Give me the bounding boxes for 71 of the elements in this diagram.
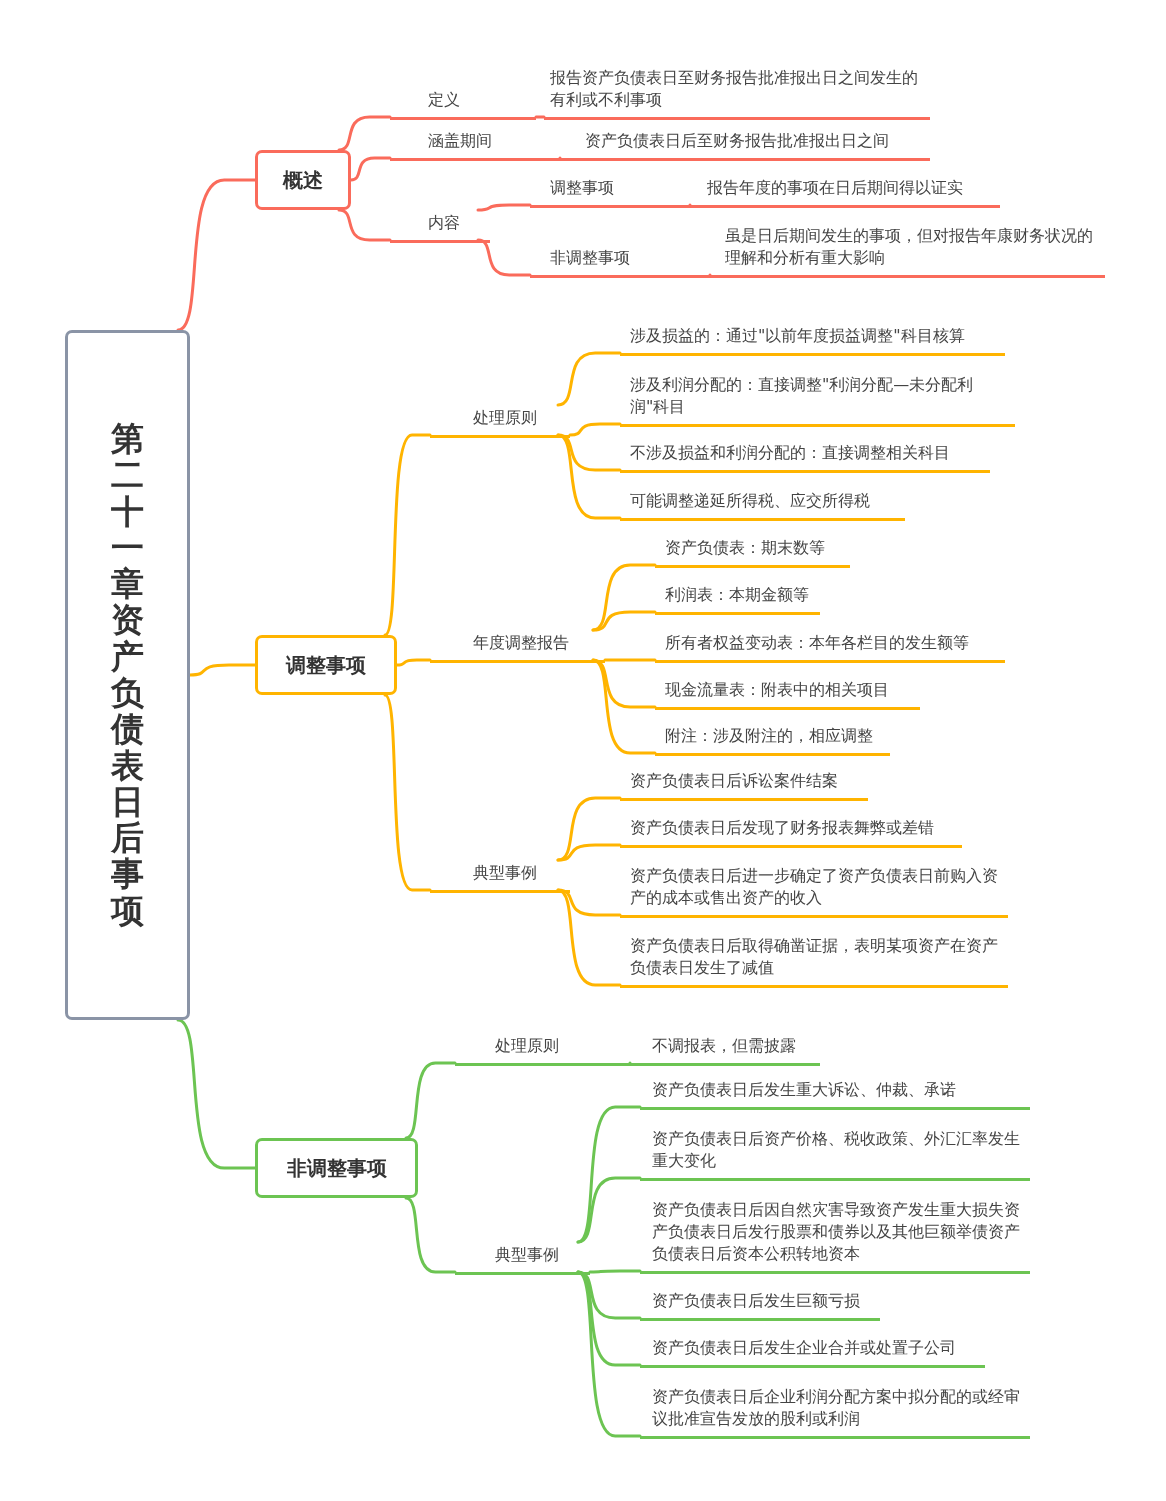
connector-line	[176, 178, 257, 332]
topic-text: 现金流量表：附表中的相关项目	[665, 679, 890, 701]
topic-text: 虽是日后期间发生的事项，但对报告年康财务状况的理解和分析有重大影响	[725, 225, 1094, 269]
topic-text: 资产负债表日后取得确凿证据，表明某项资产在资产负债表日发生了减值	[630, 935, 999, 979]
topic-title: 第二十一章资产负债表日后事项	[111, 420, 144, 930]
topic-text: 处理原则	[495, 1035, 560, 1057]
connector-line	[558, 156, 562, 160]
topic-title: 非调整事项	[286, 1154, 387, 1182]
connector-line	[591, 610, 657, 632]
topic-text: 资产负债表日后企业利润分配方案中拟分配的或经审议批准宣告发放的股利或利润	[652, 1386, 1021, 1430]
branch-topic-box	[255, 150, 351, 210]
topic-text: 资产负债表日后发生巨额亏损	[652, 1290, 861, 1312]
topic-text: 不调报表，但需披露	[652, 1035, 797, 1057]
connector-line	[556, 433, 622, 520]
topic-text: 资产负债表日后发生重大诉讼、仲裁、承诺	[652, 1079, 957, 1101]
connector-line	[576, 1270, 642, 1438]
topic-text: 资产负债表日后发现了财务报表舞弊或差错	[630, 817, 935, 839]
connector-line	[404, 1196, 457, 1274]
topic-text: 涉及利润分配的：直接调整"利润分配—未分配利润"科目	[630, 374, 975, 418]
topic-text: 资产负债表日后发生企业合并或处置子公司	[652, 1337, 957, 1359]
connector-line	[383, 693, 432, 892]
connector-line	[556, 843, 622, 862]
topic-text: 典型事例	[473, 862, 538, 884]
connector-line	[395, 658, 432, 667]
topic-text: 涵盖期间	[428, 130, 493, 152]
branch-topic-box	[255, 1138, 418, 1198]
central-topic-box	[65, 330, 190, 1020]
branch-topic-box	[255, 635, 397, 695]
topic-text: 定义	[428, 89, 461, 111]
connector-line	[534, 115, 546, 119]
connector-line	[383, 433, 432, 637]
topic-text: 涉及损益的：通过"以前年度损益调整"科目核算	[630, 325, 966, 347]
topic-text: 年度调整报告	[473, 632, 570, 654]
topic-text: 资产负债表日后因自然灾害导致资产发生重大损失资产负债表日后发行股票和债券以及其他巨额举债资产负债表日后资本公积转地资本	[652, 1199, 1021, 1265]
connector-line	[476, 238, 532, 277]
topic-text: 资产负债表：期末数等	[665, 537, 826, 559]
connector-line	[349, 156, 392, 182]
connector-line	[708, 273, 712, 277]
topic-text: 资产负债表日后进一步确定了资产负债表日前购入资产的成本或售出资产的收入	[630, 865, 999, 909]
topic-text: 不涉及损益和利润分配的：直接调整相关科目	[630, 442, 951, 464]
topic-text: 资产负债表日后至财务报告批准报出日之间	[585, 130, 890, 152]
connector-line	[628, 1061, 632, 1065]
connector-line	[568, 422, 622, 437]
topic-title: 调整事项	[286, 651, 366, 679]
topic-text: 报告资产负债表日至财务报告批准报出日之间发生的有利或不利事项	[550, 67, 919, 111]
topic-text: 资产负债表日后资产价格、税收政策、外汇汇率发生重大变化	[652, 1128, 1021, 1172]
connector-line	[404, 1061, 457, 1140]
topic-text: 内容	[428, 212, 461, 234]
connector-line	[556, 888, 622, 987]
connector-line	[176, 1018, 257, 1170]
topic-text: 资产负债表日后诉讼案件结案	[630, 770, 839, 792]
connector-line	[576, 1176, 642, 1244]
topic-text: 调整事项	[550, 177, 615, 199]
topic-text: 典型事例	[495, 1244, 560, 1266]
connector-line	[476, 203, 532, 212]
topic-text: 利润表：本期金额等	[665, 584, 810, 606]
connector-line	[337, 208, 392, 242]
topic-text: 附注：涉及附注的，相应调整	[665, 725, 874, 747]
connector-line	[588, 1269, 642, 1274]
topic-text: 非调整事项	[550, 247, 631, 269]
topic-text: 所有者权益变动表：本年各栏目的发生额等	[665, 632, 970, 654]
connector-line	[688, 203, 692, 207]
topic-text: 处理原则	[473, 407, 538, 429]
connector-line	[556, 351, 622, 407]
topic-text: 报告年度的事项在日后期间得以证实	[707, 177, 964, 199]
topic-text: 可能调整递延所得税、应交所得税	[630, 490, 871, 512]
connector-line	[188, 663, 257, 677]
topic-title: 概述	[283, 166, 323, 194]
connector-line	[337, 115, 392, 152]
connector-line	[591, 658, 657, 755]
connector-line	[603, 658, 657, 662]
